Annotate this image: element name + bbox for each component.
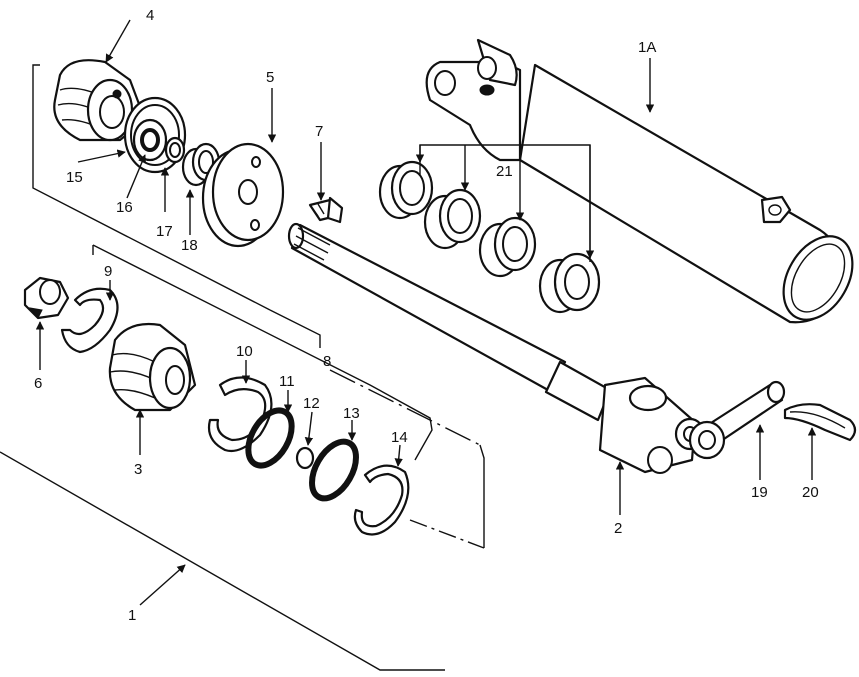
label-18: 18 bbox=[181, 237, 198, 254]
label-8: 8 bbox=[323, 353, 331, 370]
seals-15-16-17 bbox=[123, 96, 187, 174]
label-6: 6 bbox=[34, 375, 42, 392]
label-12: 12 bbox=[303, 395, 320, 412]
label-16: 16 bbox=[116, 199, 133, 216]
gland-3 bbox=[108, 322, 197, 412]
label-20: 20 bbox=[802, 484, 819, 501]
piston-5 bbox=[201, 142, 285, 248]
label-7: 7 bbox=[315, 123, 323, 140]
bushing-18 bbox=[181, 142, 221, 187]
label-1a: 1A bbox=[638, 39, 656, 56]
bolt-7 bbox=[308, 196, 344, 224]
label-19: 19 bbox=[751, 484, 768, 501]
cylinder-barrel-1a bbox=[425, 38, 854, 324]
nut-6 bbox=[23, 276, 70, 320]
callout-labels: 1 1A 2 3 4 5 6 7 8 9 10 11 12 13 14 15 1… bbox=[34, 7, 819, 624]
label-3: 3 bbox=[134, 461, 142, 478]
label-5: 5 bbox=[266, 69, 274, 86]
label-4: 4 bbox=[146, 7, 154, 24]
label-10: 10 bbox=[236, 343, 253, 360]
bracket-lines bbox=[0, 64, 485, 671]
seal-rings-10-14 bbox=[207, 376, 410, 536]
ring-9 bbox=[60, 287, 119, 354]
label-14: 14 bbox=[391, 429, 408, 446]
label-9: 9 bbox=[104, 263, 112, 280]
label-17: 17 bbox=[156, 223, 173, 240]
label-15: 15 bbox=[66, 169, 83, 186]
label-21: 21 bbox=[496, 163, 513, 180]
label-11: 11 bbox=[279, 373, 295, 390]
piston-rings-21 bbox=[378, 144, 601, 314]
clevis-pin-19 bbox=[688, 380, 786, 460]
label-2: 2 bbox=[614, 520, 622, 537]
label-1: 1 bbox=[128, 607, 136, 624]
retaining-clip-20 bbox=[783, 403, 857, 442]
label-13: 13 bbox=[343, 405, 360, 422]
leader-lines bbox=[35, 19, 817, 606]
